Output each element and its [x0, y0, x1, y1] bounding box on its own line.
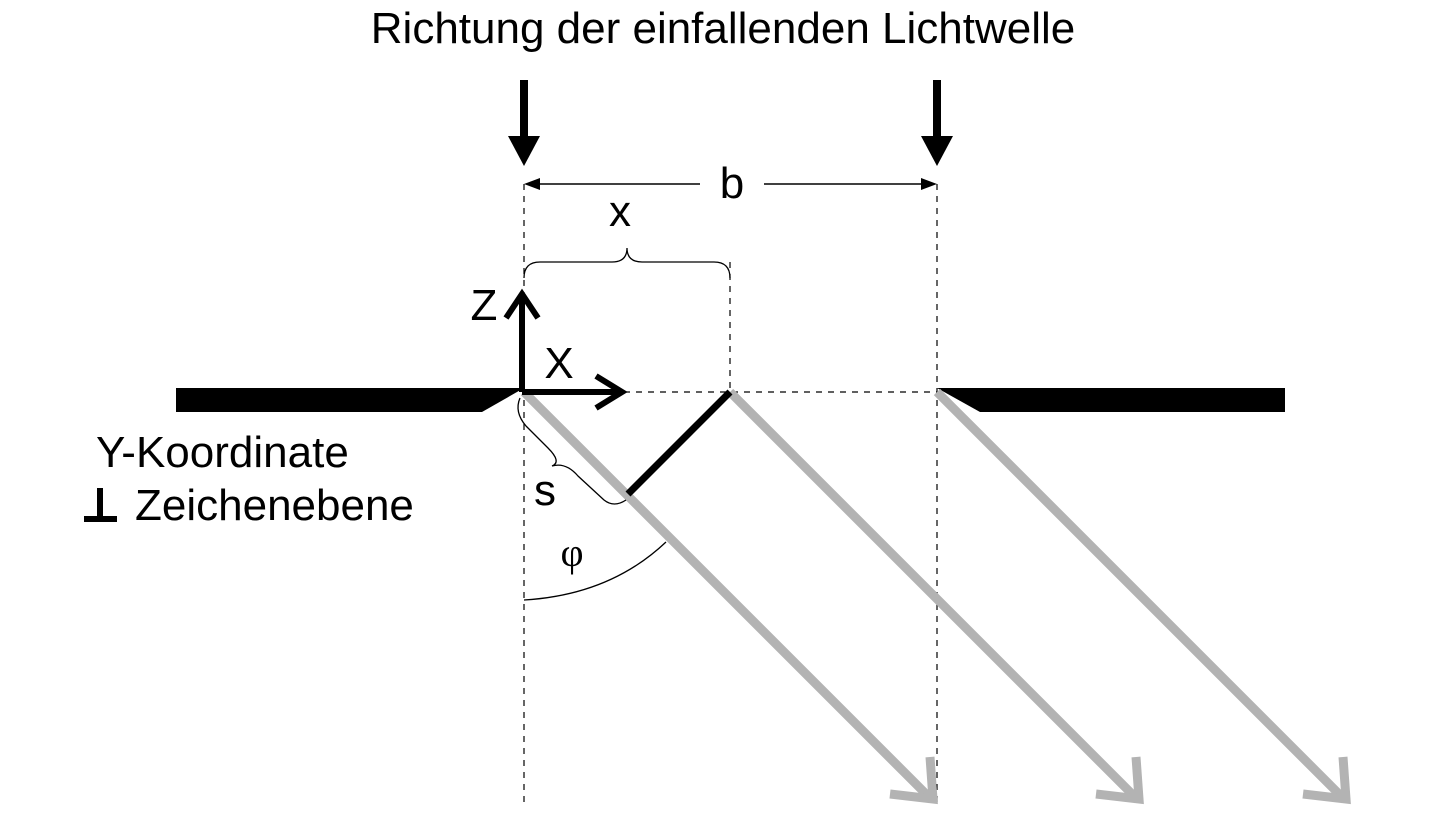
perpendicular-symbol-icon [84, 488, 117, 522]
incident-arrow-left [508, 80, 540, 166]
diffracted-rays [520, 388, 1351, 805]
path-difference-line [625, 389, 733, 497]
brace-s [517, 397, 627, 505]
label-drawing-plane: Zeichenebene [135, 481, 414, 530]
x-axis-arrow [522, 373, 628, 411]
slit-width-dimension [524, 178, 937, 190]
label-z-axis: Z [471, 281, 498, 330]
label-s: s [534, 466, 556, 515]
label-phi: φ [560, 530, 583, 575]
label-b: b [720, 159, 744, 208]
brace-x [523, 247, 731, 279]
label-y-coordinate: Y-Koordinate [96, 428, 349, 477]
label-x-distance: x [609, 187, 631, 236]
dashed-guide-lines [523, 184, 938, 805]
screen-right-bar [937, 388, 1285, 412]
label-x-axis: X [544, 339, 573, 388]
z-axis-arrow [503, 288, 541, 392]
screen-left-bar [176, 388, 524, 412]
diagram-title: Richtung der einfallenden Lichtwelle [371, 4, 1075, 53]
angle-phi-arc [523, 541, 667, 601]
incident-arrow-right [921, 80, 953, 166]
